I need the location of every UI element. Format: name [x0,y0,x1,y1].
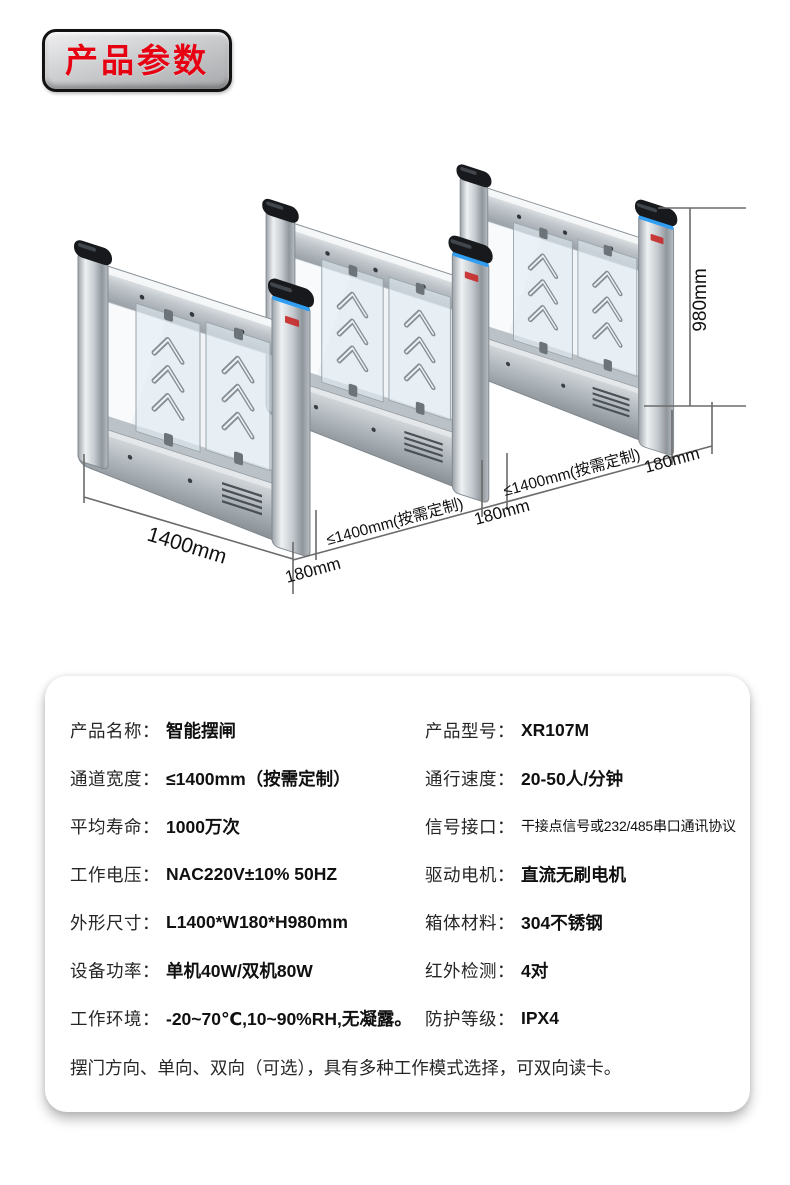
section-title: 产品参数 [65,42,209,79]
spec-row-throughput: 通行速度： 20-50人/分钟 [425,754,745,802]
spec-value: XR107M [521,719,590,740]
spec-note: 摆门方向、单向、双向（可选），具有多种工作模式选择，可双向读卡。 [70,1058,622,1078]
spec-columns: 产品名称： 智能摆闸 通道宽度： ≤1400mm（按需定制） 平均寿命： 100… [45,706,750,1042]
spec-value: NAC220V±10% 50HZ [166,863,338,884]
spec-label: 通道宽度： [70,768,160,789]
dim-lane-label-1: ≤1400mm(按需定制) [324,494,465,548]
spec-card: 产品名称： 智能摆闸 通道宽度： ≤1400mm（按需定制） 平均寿命： 100… [45,676,750,1112]
spec-label: 红外检测： [425,960,515,981]
spec-value: 干接点信号或232/485串口通讯协议 [521,818,736,834]
spec-value: -20~70℃,10~90%RH,无凝露。 [166,1008,412,1029]
dim-height-label: 980mm [690,268,711,331]
spec-value: IPX4 [521,1007,559,1028]
spec-row-protection: 防护等级： IPX4 [425,994,745,1042]
spec-row-power: 设备功率： 单机40W/双机80W [70,946,425,994]
spec-row-environment: 工作环境： -20~70℃,10~90%RH,无凝露。 [70,994,425,1042]
spec-row-dimensions: 外形尺寸： L1400*W180*H980mm [70,898,425,946]
spec-row-product-name: 产品名称： 智能摆闸 [70,706,425,754]
spec-label: 信号接口： [425,816,515,837]
spec-value: L1400*W180*H980mm [166,911,348,932]
spec-row-motor: 驱动电机： 直流无刷电机 [425,850,745,898]
spec-label: 产品型号： [425,720,515,741]
spec-column-left: 产品名称： 智能摆闸 通道宽度： ≤1400mm（按需定制） 平均寿命： 100… [70,706,425,1042]
spec-value: 304不锈钢 [521,912,603,933]
spec-value: 1000万次 [166,816,240,837]
spec-row-lifespan: 平均寿命： 1000万次 [70,802,425,850]
spec-label: 箱体材料： [425,912,515,933]
spec-label: 工作环境： [70,1008,160,1029]
spec-label: 驱动电机： [425,864,515,885]
spec-row-lane-width: 通道宽度： ≤1400mm（按需定制） [70,754,425,802]
spec-label: 工作电压： [70,864,160,885]
spec-label: 产品名称： [70,720,160,741]
section-title-banner: 产品参数 [42,29,232,92]
spec-value: 直流无刷电机 [521,864,626,885]
spec-column-right: 产品型号： XR107M 通行速度： 20-50人/分钟 信号接口： 干接点信号… [425,706,745,1042]
spec-row-signal-interface: 信号接口： 干接点信号或232/485串口通讯协议 [425,802,745,850]
spec-label: 通行速度： [425,768,515,789]
dimension-height: 980mm [644,207,746,407]
spec-label: 防护等级： [425,1008,515,1029]
spec-value: ≤1400mm（按需定制） [166,768,351,789]
spec-row-model: 产品型号： XR107M [425,706,745,754]
spec-row-material: 箱体材料： 304不锈钢 [425,898,745,946]
spec-label: 外形尺寸： [70,912,160,933]
spec-value: 20-50人/分钟 [521,768,624,789]
spec-value: 4对 [521,960,549,981]
spec-row-voltage: 工作电压： NAC220V±10% 50HZ [70,850,425,898]
dim-width-label: 1400mm [145,523,230,569]
product-figure: 1400mm 180mm ≤1400mm(按需定制) 180mm ≤1400mm… [0,158,746,594]
spec-label: 设备功率： [70,960,160,981]
turnstile-unit-3 [456,158,677,458]
spec-row-infrared: 红外检测： 4对 [425,946,745,994]
spec-value: 单机40W/双机80W [166,960,313,981]
spec-label: 平均寿命： [70,816,160,837]
spec-value: 智能摆闸 [166,720,236,741]
dim-lane-label-2: ≤1400mm(按需定制) [501,445,642,499]
